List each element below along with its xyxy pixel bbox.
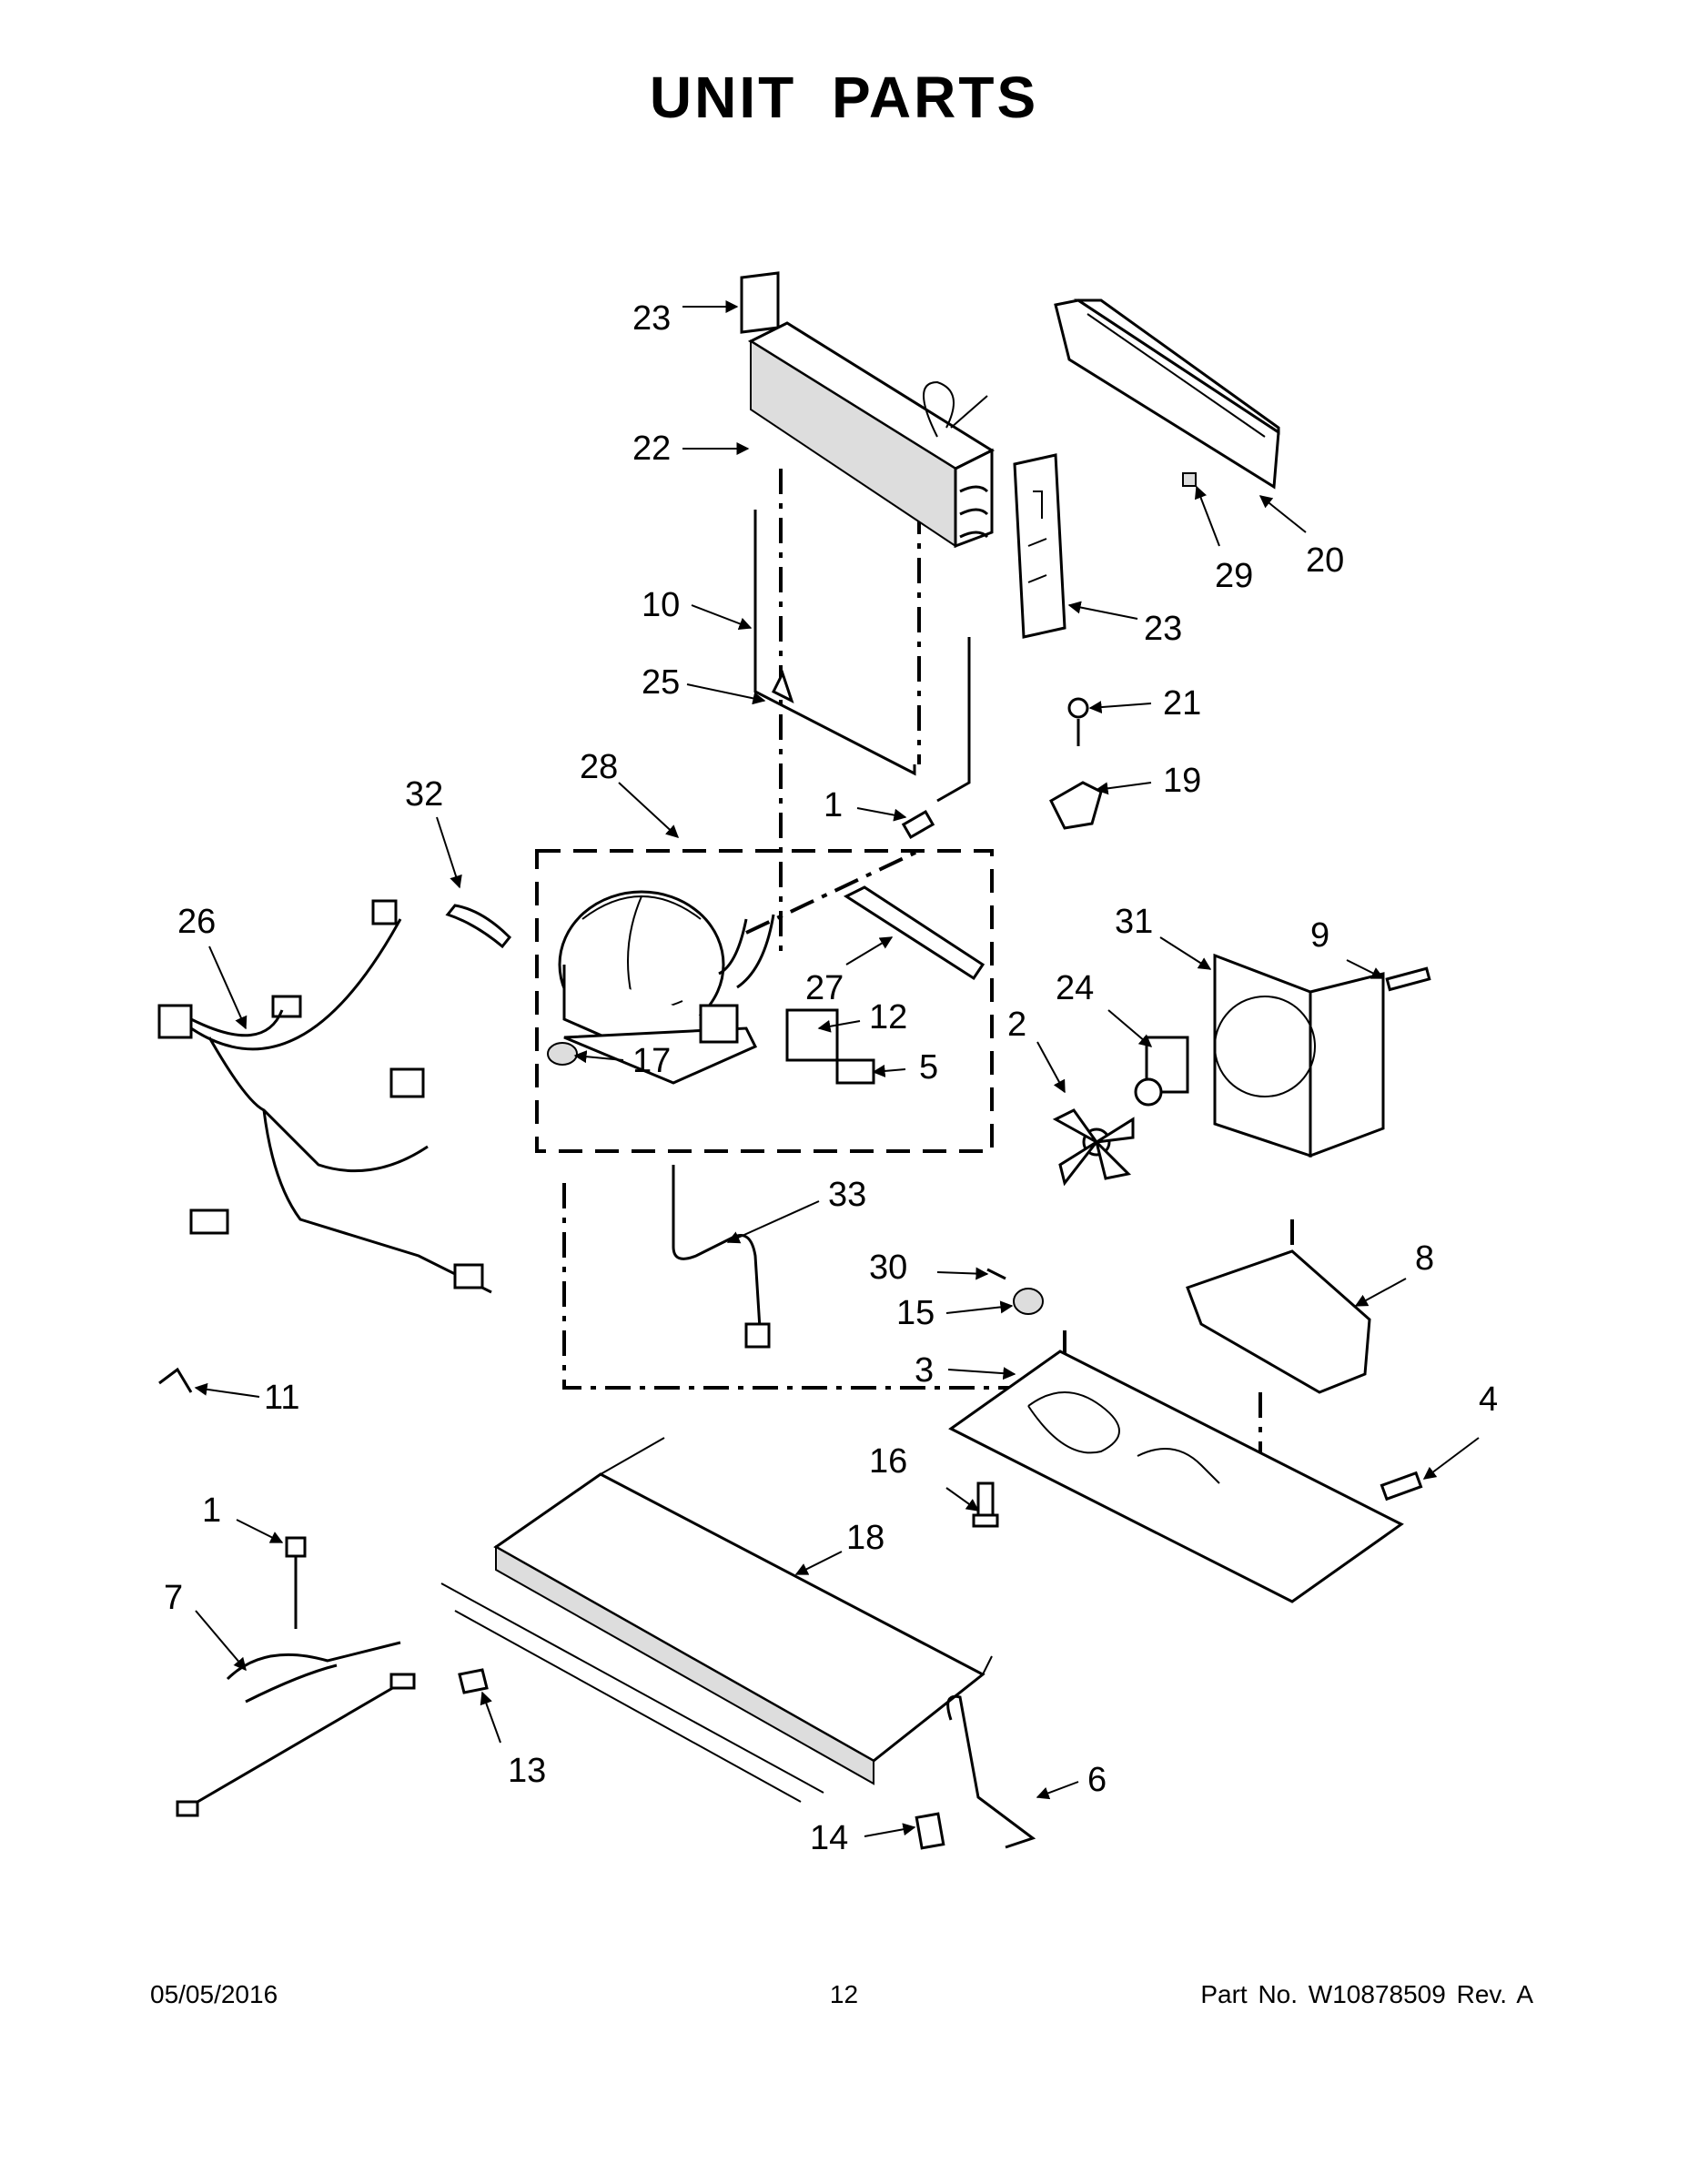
screw-1-top bbox=[901, 810, 935, 839]
strap-32 bbox=[445, 904, 512, 949]
callout-30: 30 bbox=[869, 1249, 907, 1287]
callout-11: 11 bbox=[264, 1379, 299, 1417]
fan-shroud-31 bbox=[1213, 953, 1431, 1158]
compressor-kit-box bbox=[535, 849, 994, 1153]
callout-24: 24 bbox=[1056, 969, 1094, 1007]
screw-16 bbox=[972, 1481, 999, 1528]
callout-23: 23 bbox=[1144, 610, 1182, 648]
callout-6: 6 bbox=[1087, 1761, 1107, 1799]
screw-4 bbox=[1380, 1471, 1423, 1502]
spring-and-grommet bbox=[986, 1268, 1044, 1315]
callout-20: 20 bbox=[1306, 541, 1344, 580]
bracket-19 bbox=[1049, 697, 1103, 830]
callout-1: 1 bbox=[202, 1491, 221, 1530]
callout-26: 26 bbox=[177, 903, 216, 941]
footer-page-number: 12 bbox=[829, 1980, 859, 2008]
fan-blade-2 bbox=[1052, 1108, 1135, 1187]
callout-10: 10 bbox=[642, 586, 680, 624]
callout-4: 4 bbox=[1479, 1380, 1498, 1419]
evaporator-condenser bbox=[740, 271, 1066, 639]
callout-31: 31 bbox=[1115, 903, 1153, 941]
page-title: UNIT PARTS bbox=[649, 65, 1039, 130]
callout-labels: 23 22 10 25 28 32 1 26 27 12 17 5 20 29 … bbox=[164, 299, 1498, 1857]
callout-28: 28 bbox=[580, 748, 618, 786]
callout-7: 7 bbox=[164, 1579, 183, 1617]
callout-21: 21 bbox=[1163, 684, 1201, 723]
base-plate-3 bbox=[948, 1350, 1404, 1603]
callout-33: 33 bbox=[828, 1176, 866, 1214]
wire-11 bbox=[158, 1367, 193, 1393]
leader-arrows bbox=[194, 300, 1480, 1837]
wire-6 bbox=[946, 1694, 1036, 1849]
callout-27: 27 bbox=[805, 969, 844, 1007]
callout-18: 18 bbox=[846, 1519, 884, 1557]
tubing bbox=[753, 510, 971, 803]
screw-1-bottom bbox=[285, 1536, 307, 1629]
condenser-shroud bbox=[1054, 298, 1280, 490]
footer-part-number: Part No. W10878509 Rev. A bbox=[1200, 1980, 1533, 2008]
callout-3: 3 bbox=[915, 1351, 934, 1390]
condenser-coil-18 bbox=[440, 1437, 993, 1803]
filter-drier bbox=[843, 885, 986, 981]
callout-5: 5 bbox=[919, 1048, 938, 1087]
relay-overload bbox=[547, 1008, 875, 1085]
callout-32: 32 bbox=[405, 775, 443, 814]
callout-16: 16 bbox=[869, 1442, 907, 1481]
callout-17: 17 bbox=[632, 1042, 671, 1080]
footer-date: 05/05/2016 bbox=[150, 1980, 278, 2008]
sleeve-14 bbox=[915, 1812, 945, 1850]
callout-9: 9 bbox=[1310, 916, 1329, 955]
callout-22: 22 bbox=[632, 430, 671, 468]
callout-23: 23 bbox=[632, 299, 671, 338]
callout-13: 13 bbox=[508, 1752, 546, 1790]
bracket-8 bbox=[1186, 1249, 1371, 1394]
clip-13 bbox=[458, 1668, 489, 1694]
callout-25: 25 bbox=[642, 663, 680, 702]
fan-motor-24 bbox=[1134, 1036, 1189, 1107]
suction-tube-33 bbox=[672, 1165, 762, 1330]
callout-29: 29 bbox=[1215, 557, 1253, 595]
callout-1: 1 bbox=[824, 786, 843, 824]
callout-15: 15 bbox=[896, 1294, 935, 1332]
tube-connector bbox=[744, 1322, 771, 1349]
wire-harness-7 bbox=[176, 1641, 416, 1817]
compressor bbox=[558, 890, 775, 1085]
callout-12: 12 bbox=[869, 998, 907, 1036]
wire-harness-26 bbox=[157, 899, 492, 1294]
callout-2: 2 bbox=[1007, 1006, 1026, 1044]
callout-8: 8 bbox=[1415, 1239, 1434, 1278]
callout-19: 19 bbox=[1163, 762, 1201, 800]
callout-14: 14 bbox=[810, 1819, 848, 1857]
